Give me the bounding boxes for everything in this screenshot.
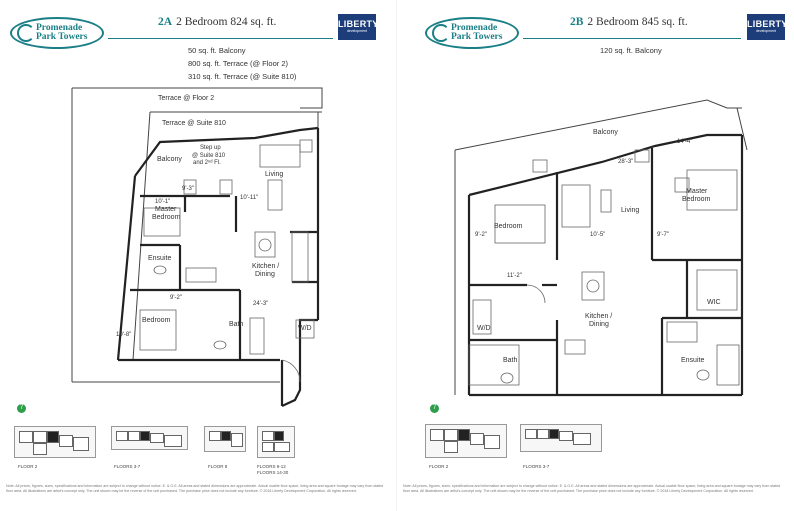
keyplan-label: FLOORS 9-12 [257,464,286,469]
room-label-master: Master [155,206,177,213]
keyplan-label: FLOORS 3-7 [114,464,141,469]
keyplan-label: FLOORS 14-30 [257,470,289,475]
disclaimer-text: Note: All prices, figures, sizes, specif… [6,484,384,493]
keyplan-floor8 [204,426,246,452]
logo-line2: Park Towers [451,32,503,42]
unit-description: 2 Bedroom 824 sq. ft. [176,16,277,28]
keyplan-label: FLOOR 2 [18,464,38,469]
room-label-master: Master [686,188,708,195]
room-label-wd: W/D [477,325,491,332]
room-label-kitchen: Kitchen / [585,313,612,320]
header-rule [108,38,333,39]
room-label-ensuite: Ensuite [148,255,171,262]
keyplan-floors3-7 [111,426,188,450]
room-label-wic: WIC [707,299,721,306]
room-label-ensuite: Ensuite [681,357,704,364]
room-label-terrace-810: Terrace @ Suite 810 [162,120,226,127]
dimension: 9'-2" [170,295,182,301]
spec-line: 120 sq. ft. Balcony [600,46,662,55]
dimension: 10'-5" [590,232,605,238]
room-label-bedroom: Bedroom [494,223,523,230]
dimension: 10'-1" [155,199,170,205]
room-label-terrace-floor2: Terrace @ Floor 2 [158,95,214,102]
unit-code: 2A [158,16,173,28]
stepup-note: @ Suite 810 [192,153,226,159]
floor-plan-2a: Terrace @ Floor 2 Terrace @ Suite 810 Ba… [71,87,323,407]
dimension: 10'-11" [240,195,258,201]
room-label-balcony: Balcony [593,129,618,136]
spec-line: 50 sq. ft. Balcony [188,46,246,55]
dimension: 9'-7" [657,232,669,238]
room-label-bath: Bath [503,357,518,364]
dimension: 9'-3" [182,186,194,192]
floor-plan-2b: Balcony 14'-4" 28'-3" Master Bedroom Liv… [454,99,748,397]
stepup-note: Step up [200,145,221,151]
keyplan-floor2 [425,424,507,458]
keyplan-floors9-12 [257,426,295,458]
spec-line: 800 sq. ft. Terrace (@ Floor 2) [188,59,289,68]
dimension: 11'-2" [507,273,522,279]
unit-specs: 50 sq. ft. Balcony 800 sq. ft. Terrace (… [188,44,296,83]
room-label-master: Bedroom [152,214,181,221]
dimension: 10'-8" [116,332,131,338]
keyplan-label: FLOOR 8 [208,464,228,469]
unit-code: 2B [570,16,584,28]
room-label-kitchen: Kitchen / [252,263,279,270]
unit-specs: 120 sq. ft. Balcony [600,44,662,57]
header-rule [523,38,741,39]
room-label-bedroom: Bedroom [142,317,171,324]
keyplan-floor2 [14,426,96,458]
logo-line1: Promenade [36,23,83,33]
logo-line2: Park Towers [36,32,88,42]
dimension: 24'-3" [253,301,268,307]
room-label-kitchen: Dining [255,271,275,278]
dimension: 14'-4" [677,139,692,145]
stepup-note: and 2ⁿᵈ Fl. [193,159,221,166]
room-label-balcony: Balcony [157,156,182,163]
keyplan-floors3-7 [520,424,602,452]
room-label-kitchen: Dining [589,321,609,328]
dimension: 28'-3" [618,159,633,165]
room-label-wd: W/D [298,325,312,332]
room-label-master: Bedroom [682,196,711,203]
spec-line: 310 sq. ft. Terrace (@ Suite 810) [188,72,297,81]
unit-description: 2 Bedroom 845 sq. ft. [587,16,688,28]
keyplan-label: FLOORS 3-7 [523,464,550,469]
tower-marker: 7 [430,404,439,413]
disclaimer-text: Note: All prices, figures, sizes, specif… [403,484,781,493]
tower-marker: 7 [17,404,26,413]
room-label-living: Living [621,207,639,214]
dimension: 9'-2" [475,232,487,238]
room-label-living: Living [265,171,283,178]
logo-line1: Promenade [451,23,498,33]
keyplan-label: FLOOR 2 [429,464,449,469]
room-label-bath: Bath [229,321,244,328]
page-divider [396,0,397,511]
